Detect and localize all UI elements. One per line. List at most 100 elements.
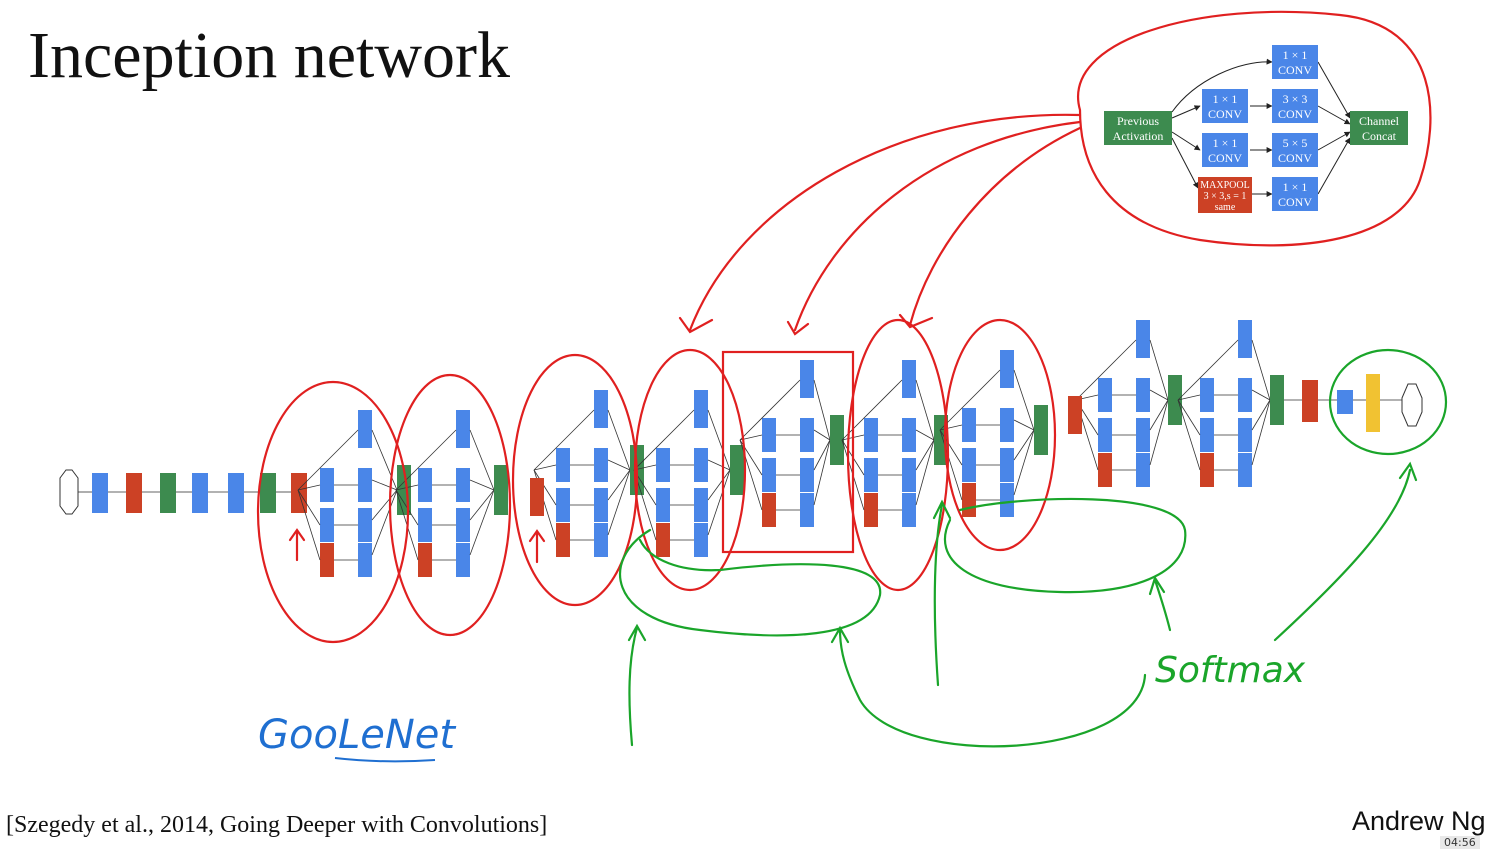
green-circle-softmax	[1328, 348, 1448, 456]
block-conv	[962, 448, 976, 482]
block-edge	[915, 429, 935, 441]
block-concat	[730, 445, 744, 495]
block-conv	[694, 448, 708, 482]
green-arrow-aux-2	[932, 499, 952, 687]
conv-1x1-d-line1: 1 × 1	[1283, 180, 1308, 194]
block-conv	[358, 543, 372, 577]
conv-1x1-d-line2: CONV	[1278, 195, 1312, 209]
block-edge	[371, 489, 398, 556]
block-conv	[556, 488, 570, 522]
block-pool	[962, 483, 976, 517]
block-edge	[633, 409, 695, 471]
conv-1x1-c-line1: 1 × 1	[1213, 136, 1238, 150]
block-edge	[1149, 389, 1169, 401]
block-edge	[707, 459, 731, 471]
author-name: Andrew Ng	[1352, 806, 1486, 836]
block-conv	[1238, 378, 1252, 412]
block-conv	[902, 458, 916, 492]
block-conv	[456, 468, 470, 502]
block-edge	[1149, 399, 1169, 431]
block-edge	[813, 439, 831, 506]
block-edge	[371, 479, 398, 491]
conv-1x1-b-line2: CONV	[1208, 107, 1242, 121]
block-conv	[456, 410, 470, 448]
block-edge	[939, 369, 1001, 431]
block-pool	[556, 523, 570, 557]
block-concat	[1168, 375, 1182, 425]
block-edge	[1251, 339, 1271, 401]
block-edge	[297, 489, 321, 526]
conv-1x1-b-box: 1 × 1 CONV	[1202, 89, 1248, 123]
red-up-arrow-1	[288, 528, 306, 562]
block-edge	[607, 459, 631, 471]
stem-layer	[126, 473, 142, 513]
green-arrow-from-softmax-1	[830, 625, 1147, 748]
block-conv	[1200, 378, 1214, 412]
block-pool	[1098, 453, 1112, 487]
stage-pool	[1068, 396, 1082, 434]
block-concat	[1034, 405, 1048, 455]
block-conv	[320, 508, 334, 542]
red-circle-block-a	[256, 380, 410, 644]
video-timer: 04:56	[1440, 836, 1480, 849]
block-conv	[1136, 453, 1150, 487]
block-conv	[762, 458, 776, 492]
block-conv	[864, 458, 878, 492]
maxpool-line2: 3 × 3,s = 1	[1204, 191, 1247, 202]
googlenet-underline	[334, 757, 436, 763]
maxpool-line3: same	[1215, 202, 1236, 213]
block-conv	[902, 493, 916, 527]
block-edge	[939, 429, 963, 501]
block-edge	[469, 429, 495, 491]
red-circle-block-b	[388, 373, 512, 637]
conv-1x1-d-box: 1 × 1 CONV	[1272, 177, 1318, 211]
prev-act-line2: Activation	[1113, 129, 1164, 143]
input-node	[59, 469, 79, 515]
head-softmax	[1366, 374, 1380, 432]
block-conv	[594, 523, 608, 557]
conv-1x1-c-line2: CONV	[1208, 151, 1242, 165]
conv-1x1-b-line1: 1 × 1	[1213, 92, 1238, 106]
conv-1x1-c-box: 1 × 1 CONV	[1202, 133, 1248, 167]
block-conv	[1000, 408, 1014, 442]
block-conv	[594, 390, 608, 428]
block-edge	[939, 424, 963, 431]
red-up-arrow-2	[528, 529, 546, 564]
block-edge	[533, 469, 557, 506]
block-edge	[939, 429, 963, 466]
block-edge	[1075, 339, 1137, 401]
block-edge	[533, 464, 557, 471]
block-edge	[707, 469, 731, 501]
block-conv	[320, 468, 334, 502]
green-annotations	[618, 348, 1448, 748]
channel-concat-box: Channel Concat	[1350, 111, 1408, 145]
block-conv	[1098, 418, 1112, 452]
red-rectangle-block-e	[721, 350, 855, 554]
block-conv	[902, 418, 916, 452]
red-arrow-to-block-2	[786, 120, 1082, 336]
stem-layer	[228, 473, 244, 513]
block-conv	[1200, 418, 1214, 452]
maxpool-line1: MAXPOOL	[1200, 180, 1249, 191]
red-annotations	[256, 10, 1432, 644]
block-conv	[1136, 320, 1150, 358]
block-edge	[1013, 369, 1035, 431]
block-edge	[707, 409, 731, 471]
block-conv	[1238, 320, 1252, 358]
conv-1x1-top-line2: CONV	[1278, 63, 1312, 77]
block-edge	[607, 469, 631, 501]
block-conv	[1238, 418, 1252, 452]
head-fc	[1337, 390, 1353, 414]
red-circle-module-callout	[1077, 10, 1432, 247]
conv-3x3-line1: 3 × 3	[1283, 92, 1308, 106]
conv-1x1-top-box: 1 × 1 CONV	[1272, 45, 1318, 79]
block-conv	[1000, 448, 1014, 482]
block-edge	[1251, 399, 1271, 466]
block-conv	[358, 508, 372, 542]
green-arrow-from-softmax-2	[1148, 575, 1172, 632]
block-edge	[915, 439, 935, 471]
block-conv	[962, 408, 976, 442]
block-pool	[418, 543, 432, 577]
stage-pool	[530, 478, 544, 516]
block-conv	[456, 543, 470, 577]
